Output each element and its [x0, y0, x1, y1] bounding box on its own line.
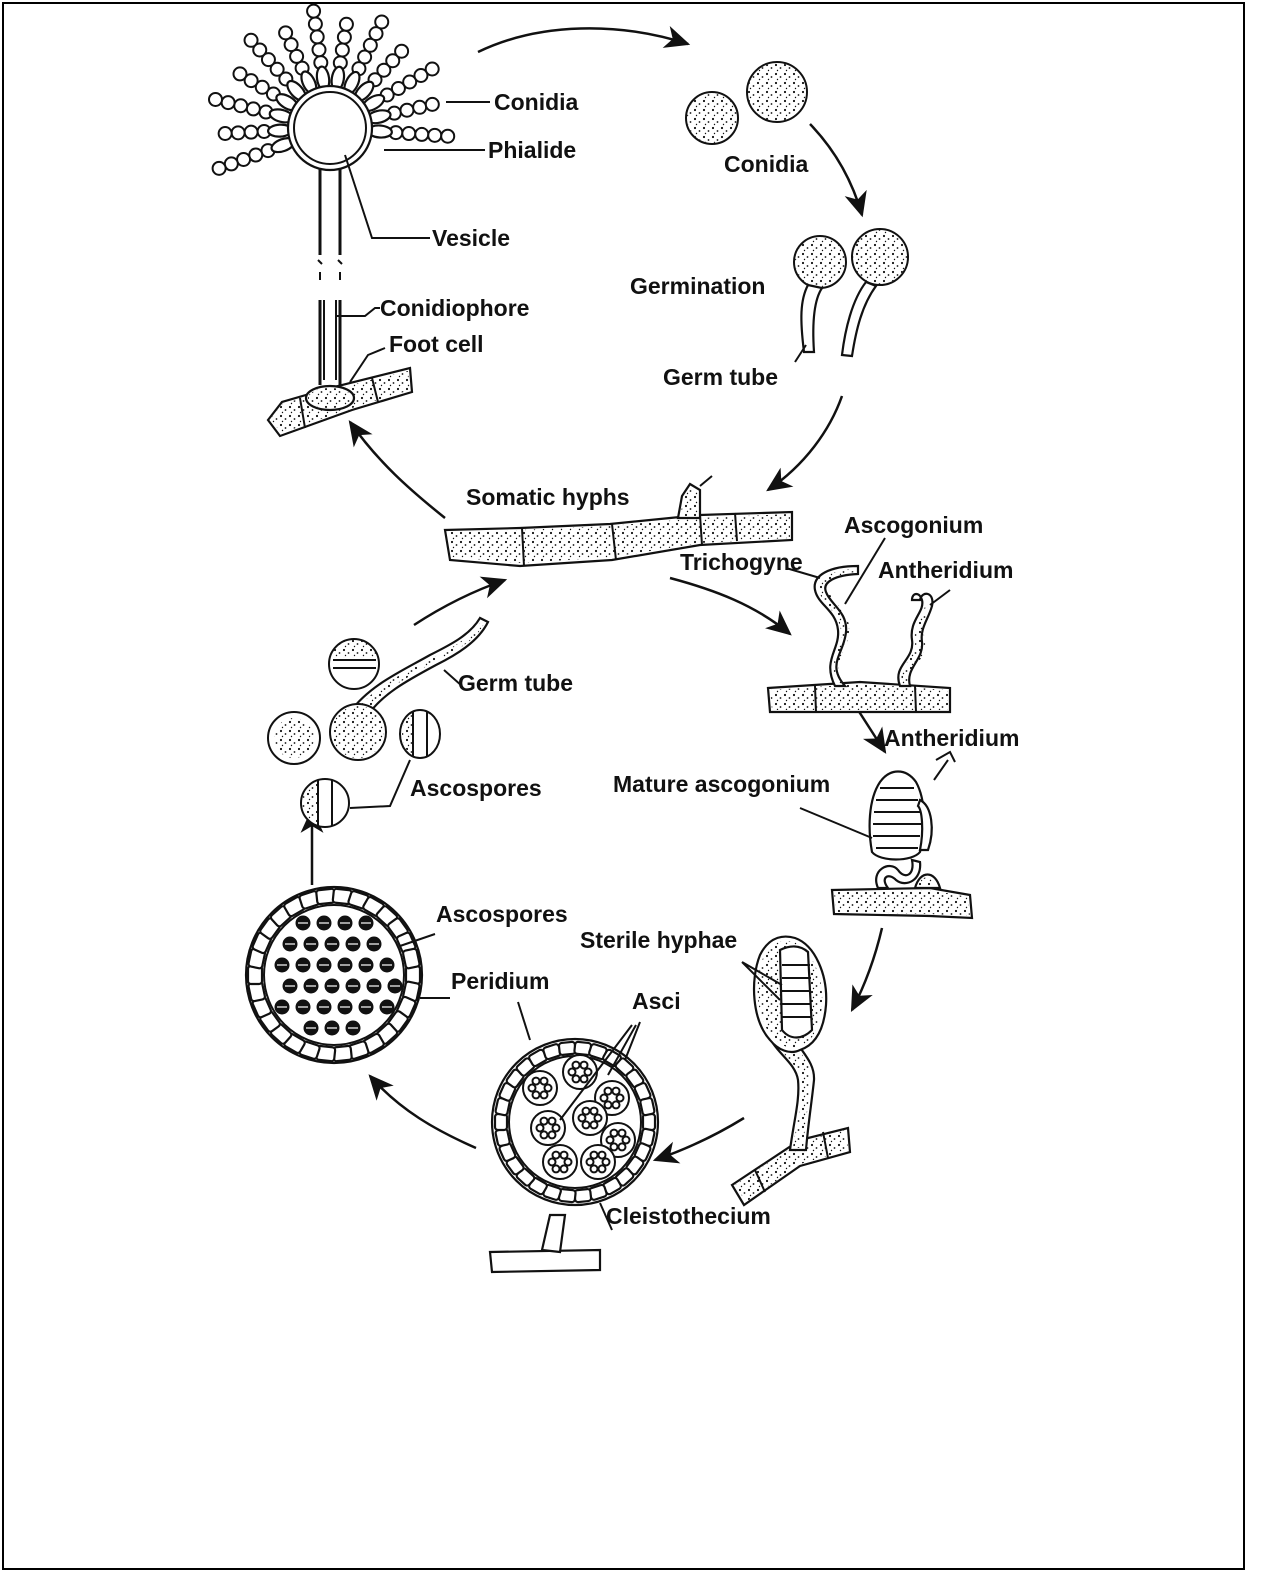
conidium	[375, 15, 388, 28]
label-conidia-free: Conidia	[724, 151, 809, 177]
label-ascogonium: Ascogonium	[844, 512, 983, 538]
label-phialide: Phialide	[488, 137, 576, 163]
conidium	[247, 102, 260, 115]
ascospore	[301, 779, 349, 827]
cleistothecium	[490, 1002, 658, 1272]
conidium	[313, 43, 326, 56]
conidium	[395, 45, 408, 58]
label-conidia-head: Conidia	[494, 89, 579, 115]
conidium	[237, 153, 250, 166]
label-conidiophore: Conidiophore	[380, 295, 529, 321]
conidium	[222, 96, 235, 109]
label-ascospores-2: Ascospores	[436, 901, 568, 927]
ruptured-cleistothecium	[246, 887, 450, 1063]
label-antheridium-2: Antheridium	[884, 725, 1019, 751]
conidium	[340, 18, 353, 31]
conidium	[307, 5, 320, 18]
conidium	[245, 126, 258, 139]
vesicle-shape	[288, 86, 372, 170]
label-cleistothecium: Cleistothecium	[606, 1203, 771, 1229]
conidium	[225, 157, 238, 170]
label-mature-ascogonium: Mature ascogonium	[613, 771, 830, 797]
label-germ-tube-bottom: Germ tube	[458, 670, 573, 696]
conidium	[413, 101, 426, 114]
label-ascospores-1: Ascospores	[410, 775, 542, 801]
germinating-conidia	[794, 229, 908, 362]
conidium	[219, 127, 232, 140]
conidium	[309, 18, 322, 31]
labels: Conidia Phialide Vesicle Conidiophore Fo…	[380, 89, 1019, 1229]
conidium	[336, 43, 349, 56]
developing-cleistothecium	[732, 937, 850, 1205]
conidium	[426, 63, 439, 76]
conidium	[233, 67, 246, 80]
free-conidia	[686, 62, 807, 144]
label-sterile-hyphae: Sterile hyphae	[580, 927, 737, 953]
label-germination: Germination	[630, 273, 765, 299]
label-germ-tube-top: Germ tube	[663, 364, 778, 390]
label-antheridium-1: Antheridium	[878, 557, 1013, 583]
ascospore	[268, 712, 320, 764]
label-trichogyne: Trichogyne	[680, 549, 803, 575]
conidium	[213, 162, 226, 175]
conidium	[232, 126, 245, 139]
conidium	[234, 99, 247, 112]
conidium	[400, 104, 413, 117]
conidium	[338, 31, 351, 44]
conidium	[279, 26, 292, 39]
conidium	[441, 130, 454, 143]
conidium	[209, 93, 222, 106]
label-foot-cell: Foot cell	[389, 331, 484, 357]
conidium	[415, 128, 428, 141]
conidium	[402, 127, 415, 140]
conidium	[428, 129, 441, 142]
label-somatic-hyphs: Somatic hyphs	[466, 484, 630, 510]
label-vesicle: Vesicle	[432, 225, 510, 251]
conidium	[245, 34, 258, 47]
ascospore	[329, 639, 379, 689]
conidial-head	[209, 5, 454, 436]
label-peridium: Peridium	[451, 968, 549, 994]
conidium	[249, 149, 262, 162]
conidium	[426, 98, 439, 111]
ascospore	[400, 710, 440, 758]
conidium	[311, 30, 324, 43]
label-asci: Asci	[632, 988, 681, 1014]
